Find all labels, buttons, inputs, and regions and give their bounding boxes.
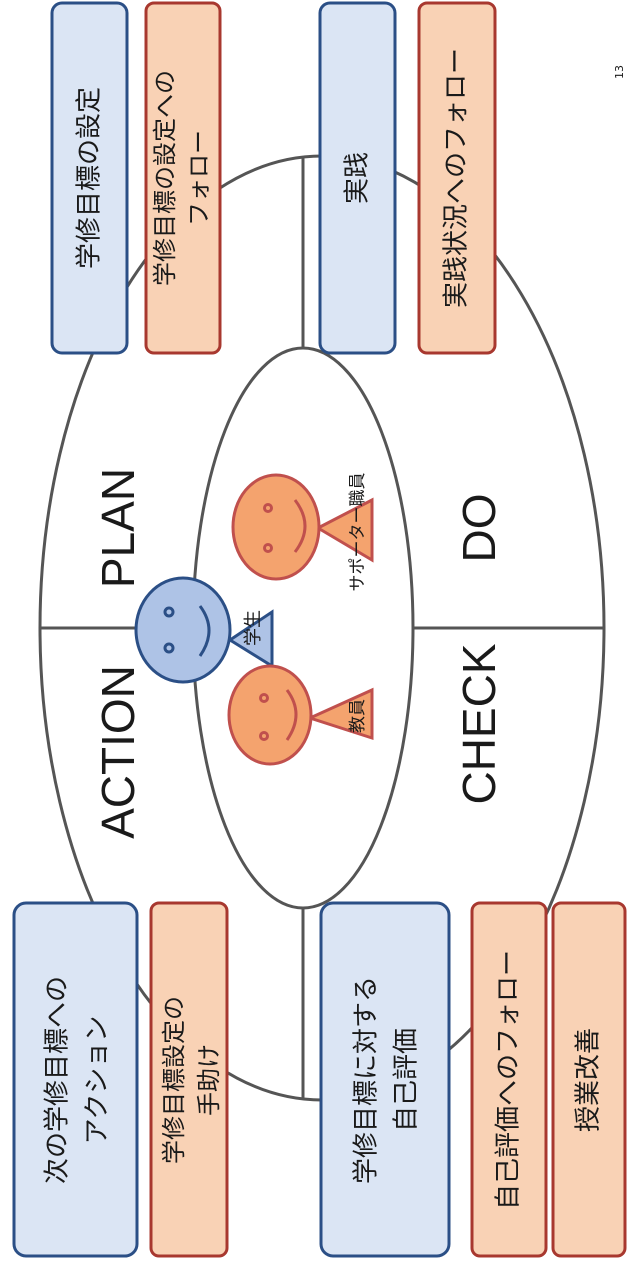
action-student-label-2: アクション [83, 1016, 113, 1145]
check-student-box: 学修目標に対する 自己評価 [319, 901, 451, 1258]
supporter-eye-left [263, 503, 273, 513]
do-support-box: 実践状況へのフォロー [417, 1, 497, 355]
student-figure: 学生 [134, 576, 274, 684]
action-support-label-1: 学修目標設定の [160, 996, 188, 1164]
plan-student-box: 学修目標の設定 [50, 1, 129, 355]
do-student-label: 実践 [343, 152, 373, 204]
supporter-label: サポーター職員 [348, 473, 368, 592]
teacher-eye-left [259, 693, 269, 703]
action-support-label-2: 手助け [195, 1044, 223, 1116]
check-support-box: 自己評価へのフォロー [470, 901, 548, 1258]
teacher-figure: 教員 [227, 664, 374, 766]
phase-action: ACTION [92, 665, 144, 839]
plan-support-box: 学修目標の設定への フォロー [144, 1, 222, 355]
page-number: 13 [613, 65, 626, 79]
teacher-label: 教員 [348, 699, 368, 733]
action-student-box: 次の学修目標への アクション [12, 901, 139, 1258]
teacher-eye-right [259, 731, 269, 741]
phase-plan: PLAN [92, 468, 144, 588]
teacher-mouth [285, 689, 298, 741]
plan-support-label-2: フォロー [185, 130, 213, 226]
check-student-label-2: 自己評価 [392, 1028, 422, 1132]
supporter-mouth [293, 499, 307, 553]
check-student-label-1: 学修目標に対する [352, 976, 382, 1184]
student-label: 学生 [243, 610, 264, 646]
phase-do: DO [453, 494, 505, 563]
plan-support-label-1: 学修目標の設定への [151, 70, 179, 286]
student-eye-right [163, 642, 175, 654]
do-student-box: 実践 [318, 1, 397, 355]
supporter-eye-right [263, 543, 273, 553]
student-eye-left [163, 606, 175, 618]
action-student-label-1: 次の学修目標への [43, 976, 73, 1184]
action-support-box: 学修目標設定の 手助け [149, 901, 229, 1258]
check-improve-box: 授業改善 [551, 901, 627, 1258]
phase-check: CHECK [453, 643, 505, 804]
check-support-label: 自己評価へのフォロー [494, 950, 524, 1210]
plan-student-label: 学修目標の設定 [75, 87, 105, 269]
do-support-label: 実践状況へのフォロー [442, 48, 472, 308]
student-mouth [198, 605, 211, 657]
supporter-figure: サポーター職員 [231, 473, 374, 592]
check-improve-label: 授業改善 [574, 1028, 604, 1132]
